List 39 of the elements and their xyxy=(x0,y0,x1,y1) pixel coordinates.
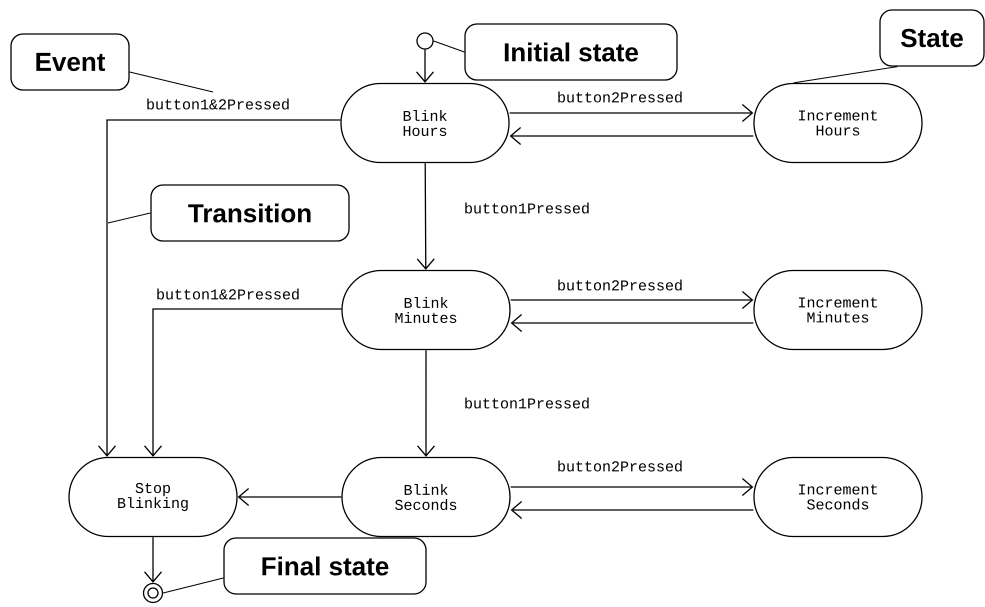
state-box: Blink Minutes xyxy=(341,270,511,350)
edge-label: button2Pressed xyxy=(556,90,684,104)
arrow xyxy=(510,314,754,332)
callout-box: Event xyxy=(10,33,130,91)
callout-box: State xyxy=(879,9,985,67)
state-box: Stop Blinking xyxy=(68,456,238,538)
state-box: Increment Hours xyxy=(753,82,923,164)
arrow xyxy=(416,50,434,83)
callout-box: Transition xyxy=(150,184,350,242)
arrow xyxy=(98,119,340,457)
edge-label: button1Pressed xyxy=(463,201,592,215)
arrow xyxy=(416,163,435,270)
initial-state-marker xyxy=(416,32,434,50)
leader-line xyxy=(108,212,151,224)
edge-label: button2Pressed xyxy=(556,278,684,292)
leader-line xyxy=(433,40,465,52)
edge-label: button1Pressed xyxy=(463,396,592,410)
state-box: Blink Seconds xyxy=(341,456,511,538)
state-box: Blink Hours xyxy=(340,82,510,164)
callout-box: Initial state xyxy=(464,23,678,81)
edge-label: button1&2Pressed xyxy=(145,97,292,111)
leader-line xyxy=(162,578,224,594)
edge-label: button1&2Pressed xyxy=(155,287,302,301)
arrow xyxy=(510,478,754,496)
arrow xyxy=(238,488,342,506)
final-state-marker xyxy=(142,582,164,604)
arrow xyxy=(510,127,754,145)
state-box: Increment Minutes xyxy=(753,270,923,350)
arrow xyxy=(510,104,754,122)
leader-line xyxy=(793,66,898,84)
state-box: Increment Seconds xyxy=(753,456,923,538)
arrow xyxy=(510,501,754,519)
arrow xyxy=(144,308,342,457)
arrow xyxy=(510,291,754,309)
callout-box: Final state xyxy=(223,537,427,595)
arrow xyxy=(144,537,162,583)
edge-label: button2Pressed xyxy=(556,459,684,473)
arrow xyxy=(417,350,435,457)
leader-line xyxy=(129,72,214,92)
